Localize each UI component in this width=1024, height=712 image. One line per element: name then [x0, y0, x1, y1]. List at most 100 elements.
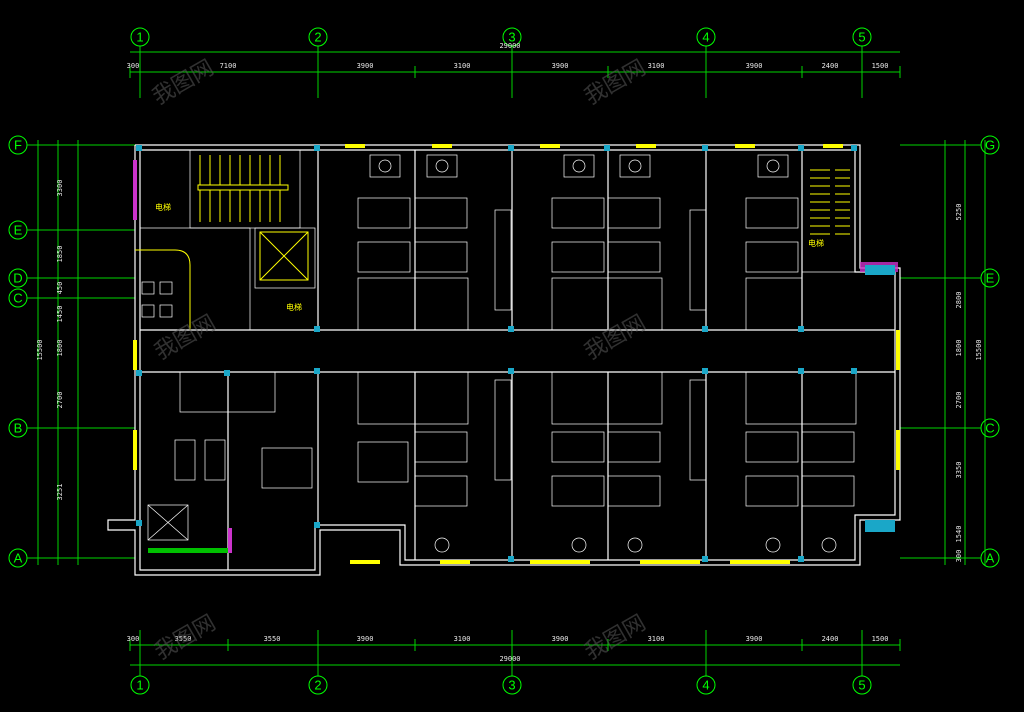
- axis-label: E: [986, 271, 995, 286]
- dim-label: 2800: [955, 292, 963, 309]
- column: [224, 370, 230, 376]
- axis-label: G: [985, 138, 995, 153]
- dim-label: 1500: [872, 635, 889, 643]
- window: [133, 340, 137, 370]
- bed: [607, 475, 661, 507]
- window: [735, 144, 755, 148]
- axis-bubble-left-F: F: [8, 135, 28, 155]
- dim-label: 3550: [264, 635, 281, 643]
- column: [798, 368, 804, 374]
- dim-label: 1800: [56, 340, 64, 357]
- table: [434, 537, 450, 553]
- watermark-text: 我图网: [581, 611, 651, 666]
- dim-label: 3900: [552, 62, 569, 70]
- bed: [607, 431, 661, 463]
- bed: [801, 475, 855, 507]
- table: [628, 159, 642, 173]
- building-walls: [107, 144, 901, 576]
- dim-label: 5250: [955, 204, 963, 221]
- column: [314, 326, 320, 332]
- watermark-text: 我图网: [581, 311, 651, 366]
- column: [851, 368, 857, 374]
- column: [508, 368, 514, 374]
- dim-label: 300: [955, 550, 963, 563]
- column: [508, 145, 514, 151]
- window: [345, 144, 365, 148]
- elevator: [259, 231, 309, 281]
- axis-bubble-top-4: 4: [696, 27, 716, 47]
- axis-label: E: [14, 223, 23, 238]
- axis-label: 3: [508, 678, 515, 693]
- watermark-text: 我图网: [149, 56, 219, 111]
- chair: [757, 154, 789, 178]
- stair-west: [197, 155, 289, 222]
- bed: [551, 475, 605, 507]
- axis-bubble-left-D: D: [8, 268, 28, 288]
- dim-label: 3900: [357, 62, 374, 70]
- axis-label: A: [986, 551, 995, 566]
- bed: [414, 475, 468, 507]
- table: [627, 537, 643, 553]
- dim-label: 15500: [975, 339, 983, 360]
- window: [540, 144, 560, 148]
- room-label-stair: 电梯: [155, 202, 171, 212]
- axis-bubble-top-2: 2: [308, 27, 328, 47]
- column: [604, 145, 610, 151]
- chair: [563, 154, 595, 178]
- dim-label: 3900: [552, 635, 569, 643]
- bed: [607, 241, 661, 273]
- room-label-elevator: 电梯: [286, 302, 302, 312]
- column: [136, 145, 142, 151]
- chair: [369, 154, 401, 178]
- bottom-total-dim: 29000: [499, 655, 520, 663]
- room-label-east: 电梯: [808, 238, 824, 248]
- bed: [357, 241, 411, 273]
- lounge-furniture: [133, 160, 898, 553]
- bed: [745, 241, 799, 273]
- axis-label: 5: [858, 30, 865, 45]
- dim-label: 450: [56, 282, 64, 295]
- table: [435, 159, 449, 173]
- bed: [551, 241, 605, 273]
- dim-label: 3300: [56, 180, 64, 197]
- axis-bubble-bottom-5: 5: [852, 675, 872, 695]
- dim-label: 3900: [357, 635, 374, 643]
- dim-label: 3350: [955, 462, 963, 479]
- table: [821, 537, 837, 553]
- dim-label: 3550: [175, 635, 192, 643]
- column: [702, 145, 708, 151]
- dim-label: 15500: [36, 339, 44, 360]
- stair-east: [810, 169, 850, 235]
- table: [572, 159, 586, 173]
- axis-label: 2: [314, 30, 321, 45]
- column: [314, 145, 320, 151]
- watermark-text: 我图网: [151, 311, 221, 366]
- bed: [414, 197, 468, 229]
- dim-label: 2400: [822, 62, 839, 70]
- axis-label: C: [13, 291, 22, 306]
- dim-label: 3251: [56, 484, 64, 501]
- dim-label: 7100: [220, 62, 237, 70]
- room-furniture: [261, 154, 855, 553]
- window: [823, 144, 843, 148]
- columns: [136, 145, 857, 562]
- wardrobe: [494, 379, 512, 481]
- axis-bubble-bottom-2: 2: [308, 675, 328, 695]
- axis-bubble-top-5: 5: [852, 27, 872, 47]
- axis-label: 5: [858, 678, 865, 693]
- axis-bubble-right-A: A: [980, 548, 1000, 568]
- windows: [133, 144, 900, 564]
- dim-label: 1850: [56, 246, 64, 263]
- window: [896, 430, 900, 470]
- column: [702, 368, 708, 374]
- axis-bubble-left-C: C: [8, 288, 28, 308]
- axis-bubble-left-E: E: [8, 220, 28, 240]
- bed: [414, 241, 468, 273]
- reception-counter: [135, 249, 191, 330]
- dim-label: 1500: [872, 62, 889, 70]
- axis-label: 4: [702, 30, 709, 45]
- column: [314, 522, 320, 528]
- bed: [551, 197, 605, 229]
